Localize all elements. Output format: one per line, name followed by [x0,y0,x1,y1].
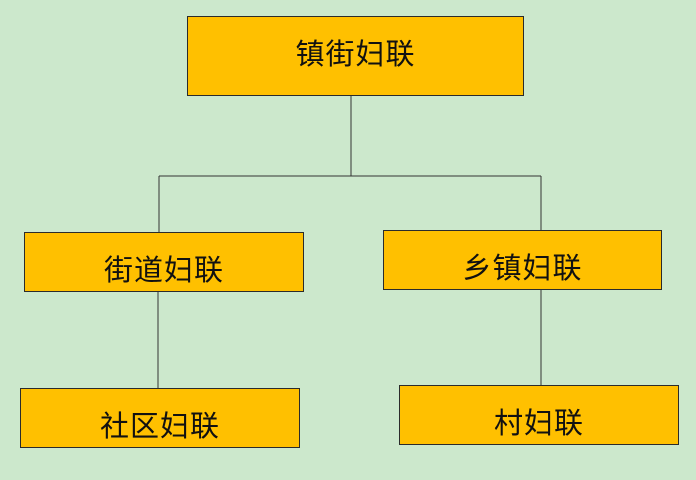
node-label: 村妇联 [493,406,584,440]
node-shequ-fulian: 社区妇联 [20,388,300,448]
node-cun-fulian: 村妇联 [399,385,679,445]
node-label: 街道妇联 [103,253,224,287]
node-label: 社区妇联 [99,409,220,443]
node-label: 乡镇妇联 [462,251,583,285]
node-xiangzhen-fulian: 乡镇妇联 [383,230,662,290]
node-zhenjie-fulian: 镇街妇联 [187,16,524,96]
node-label: 镇街妇联 [295,37,416,71]
node-jiedao-fulian: 街道妇联 [24,232,304,292]
